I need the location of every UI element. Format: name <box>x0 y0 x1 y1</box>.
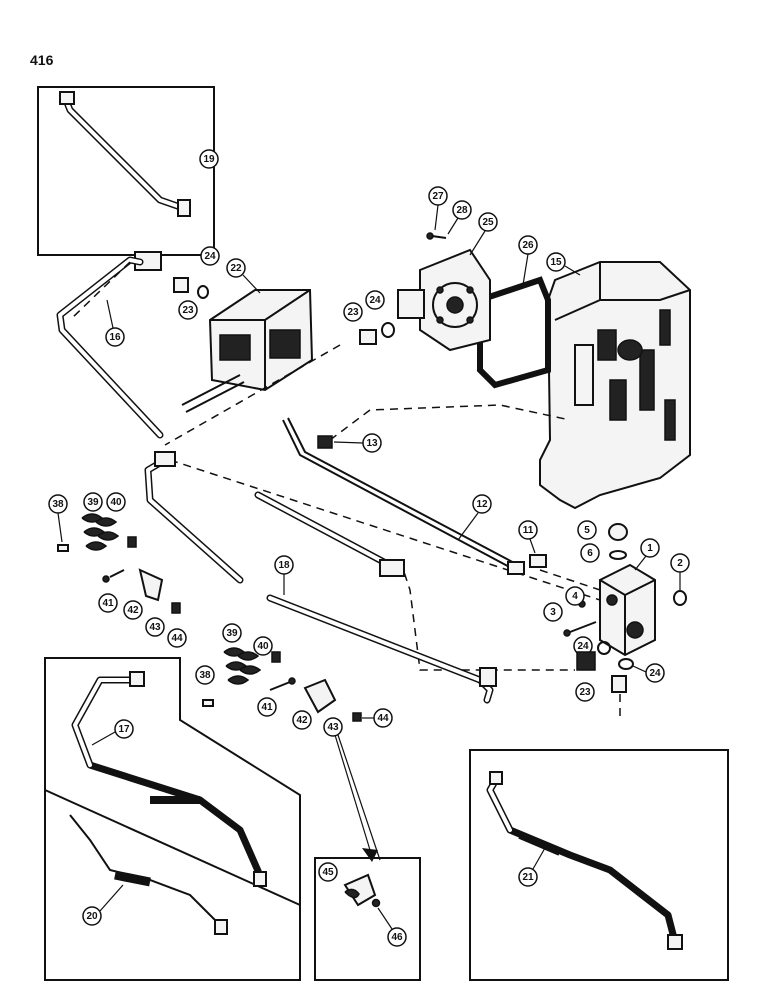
hitch-housing-15: 15 <box>539 252 691 510</box>
assembly-line <box>169 459 601 601</box>
callout-27-label: 27 <box>432 191 444 202</box>
tube-16: 16 <box>56 251 164 439</box>
callout-26-label: 26 <box>522 240 534 251</box>
assembly-line <box>539 569 601 591</box>
tube-12: 12 <box>254 417 525 577</box>
callout-13-label: 13 <box>366 438 378 449</box>
callout-38b-label: 38 <box>199 670 211 681</box>
callout-45-label: 45 <box>322 867 334 878</box>
callout-19-label: 19 <box>203 154 215 165</box>
callout-16-label: 16 <box>109 332 121 343</box>
callout-6-label: 6 <box>587 548 593 559</box>
page-number: 416 <box>30 52 54 68</box>
assembly-line <box>329 404 571 441</box>
callout-43a-label: 43 <box>149 622 161 633</box>
callout-23b-label: 23 <box>347 307 359 318</box>
control-valve-22: 22 <box>181 258 314 413</box>
callout-41a-label: 41 <box>102 598 114 609</box>
callout-40b-label: 40 <box>257 641 269 652</box>
fitting-13: 13 <box>317 433 382 453</box>
hydraulic-pump-25: 25 27 28 <box>397 186 498 352</box>
inset-box-tube-19: 19 <box>37 86 219 256</box>
callout-41b-label: 41 <box>261 702 273 713</box>
callout-19 <box>199 149 219 169</box>
callout-12-label: 12 <box>476 499 488 510</box>
callout-24a-label: 24 <box>204 251 216 262</box>
callout-43b-label: 43 <box>327 722 339 733</box>
valve-block-1: 1 5 6 2 3 4 24 <box>543 520 690 702</box>
callout-11-label: 11 <box>523 525 534 536</box>
callout-17-label: 17 <box>118 724 130 735</box>
tube-center-left <box>144 451 244 584</box>
callout-38a-label: 38 <box>52 499 64 510</box>
fitting-23-24-valve: 23 24 <box>173 246 220 320</box>
callout-3-label: 3 <box>550 607 556 618</box>
inset-box-tube-21: 21 <box>469 749 729 981</box>
gasket-26: 26 <box>477 235 551 389</box>
clamp-group-lower: 39 40 38 41 42 43 44 <box>195 623 393 862</box>
callout-2-label: 2 <box>677 558 683 569</box>
callout-42b-label: 42 <box>296 715 308 726</box>
inset-box-tubes-17-20: 17 20 <box>44 657 301 981</box>
callout-24b-label: 24 <box>369 295 381 306</box>
inset-box-clamp-45-46: 45 46 <box>314 857 421 981</box>
callout-39b-label: 39 <box>226 628 238 639</box>
tube-18: 18 <box>266 555 497 704</box>
callout-42a-label: 42 <box>127 605 139 616</box>
callout-44a-label: 44 <box>171 633 183 644</box>
callout-1-label: 1 <box>647 543 653 554</box>
callout-39a-label: 39 <box>87 497 99 508</box>
callout-20-label: 20 <box>86 911 98 922</box>
callout-4-label: 4 <box>572 591 578 602</box>
callout-15-label: 15 <box>550 257 562 268</box>
clamp-group-upper: 38 39 40 41 42 43 44 <box>48 492 187 648</box>
callout-24c-label: 24 <box>577 641 589 652</box>
fitting-11: 11 <box>518 520 547 568</box>
fitting-23-24-pump: 23 24 <box>343 290 395 345</box>
callout-23a-label: 23 <box>182 305 194 316</box>
assembly-line <box>164 344 341 446</box>
callout-46-label: 46 <box>391 932 403 943</box>
callout-22-label: 22 <box>230 263 242 274</box>
callout-21-label: 21 <box>522 872 534 883</box>
callout-23c-label: 23 <box>579 687 591 698</box>
callout-40a-label: 40 <box>110 497 122 508</box>
callout-28-label: 28 <box>456 205 468 216</box>
callout-24d-label: 24 <box>649 668 661 679</box>
callout-5-label: 5 <box>584 525 590 536</box>
callout-18-label: 18 <box>278 560 290 571</box>
callout-25-label: 25 <box>482 217 494 228</box>
callout-44b-label: 44 <box>377 713 389 724</box>
